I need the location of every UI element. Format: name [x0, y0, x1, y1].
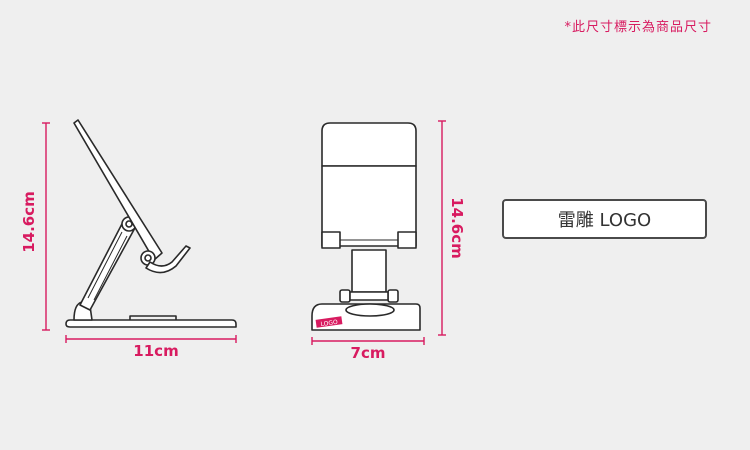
side-view-stand	[65, 119, 237, 328]
front-width-dimension	[311, 337, 425, 345]
front-column	[351, 249, 387, 293]
front-right-hook	[397, 231, 417, 249]
front-hinge-right	[387, 289, 399, 303]
front-view-stand	[311, 122, 421, 331]
side-width-dimension	[65, 335, 237, 343]
laser-logo-box: 雷雕 LOGO	[502, 199, 707, 239]
front-left-hook	[321, 231, 341, 249]
side-height-dimension	[42, 122, 50, 331]
laser-logo-label: 雷雕 LOGO	[557, 210, 652, 231]
side-holder-hook	[145, 245, 191, 274]
side-base-plate	[65, 319, 237, 328]
side-lower-arm-slot	[87, 231, 128, 301]
side-width-label: 11cm	[133, 342, 178, 360]
side-base-pad	[129, 315, 177, 320]
side-upper-panel	[73, 119, 163, 261]
front-phone-panel	[321, 122, 417, 167]
front-height-dimension	[438, 120, 446, 336]
front-base-disc	[345, 303, 395, 317]
front-logo-mark: LOGO	[315, 316, 343, 328]
side-height-label: 14.6cm	[20, 191, 38, 253]
size-note: *此尺寸標示為商品尺寸	[564, 20, 712, 35]
front-hinge-left	[339, 289, 351, 303]
front-width-label: 7cm	[351, 344, 386, 362]
svg-text:LOGO: LOGO	[320, 319, 338, 328]
front-height-label: 14.6cm	[448, 197, 466, 259]
